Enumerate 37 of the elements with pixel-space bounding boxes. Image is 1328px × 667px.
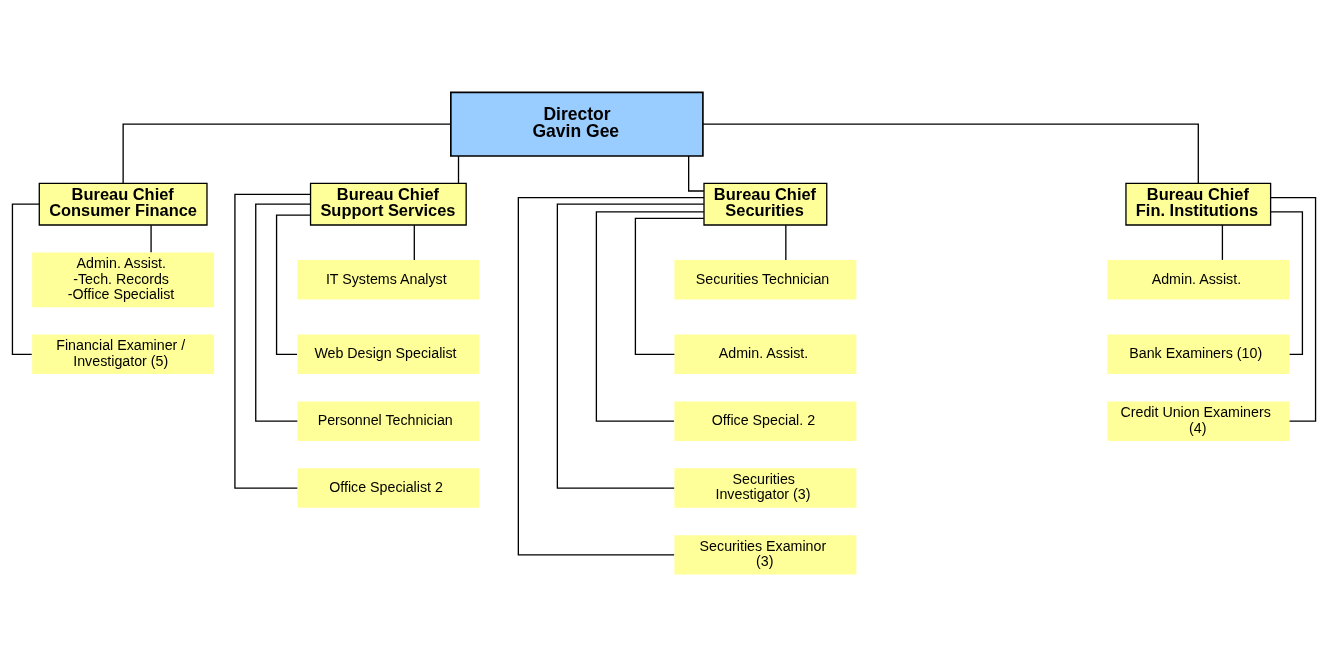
- connector: [275, 214, 312, 355]
- node-box: Securities Examinor (3): [674, 535, 857, 575]
- node-box: Bureau Chief Securities: [703, 182, 828, 226]
- connector: [785, 224, 787, 261]
- connector: [556, 203, 705, 489]
- connector: [234, 193, 311, 489]
- connector: [255, 203, 312, 422]
- connector: [1221, 224, 1224, 261]
- node-box: Admin. Assist.: [1107, 260, 1290, 300]
- connector: [634, 217, 705, 355]
- connector: [1270, 196, 1317, 422]
- node-box: Director Gavin Gee: [450, 91, 704, 157]
- node-box: Securities Investigator (3): [674, 468, 857, 508]
- connector: [11, 203, 40, 355]
- connector: [413, 224, 415, 261]
- node-box: IT Systems Analyst: [297, 260, 480, 300]
- connector: [122, 123, 452, 184]
- connector: [457, 155, 460, 184]
- node-box: Web Design Specialist: [297, 334, 480, 375]
- node-box: Personnel Technician: [297, 401, 480, 441]
- node-box: Financial Examiner / Investigator (5): [32, 334, 215, 375]
- node-box: Admin. Assist.: [674, 334, 857, 375]
- node-box: Office Specialist 2: [297, 468, 480, 508]
- connector: [517, 196, 705, 556]
- node-box: Bureau Chief Support Services: [309, 182, 467, 226]
- connector: [595, 211, 705, 422]
- connector: [1270, 211, 1304, 355]
- node-box: Securities Technician: [674, 260, 857, 300]
- node-box: Admin. Assist. -Tech. Records -Office Specialist: [32, 252, 215, 308]
- node-box: Office Special. 2: [674, 401, 857, 441]
- connector: [702, 123, 1199, 184]
- node-box: Bureau Chief Fin. Institutions: [1125, 182, 1272, 226]
- node-box: Credit Union Examiners (4): [1107, 401, 1290, 441]
- connector: [150, 224, 152, 253]
- node-box: Bureau Chief Consumer Finance: [38, 182, 208, 226]
- connector: [688, 155, 705, 192]
- node-box: Bank Examiners (10): [1107, 334, 1290, 375]
